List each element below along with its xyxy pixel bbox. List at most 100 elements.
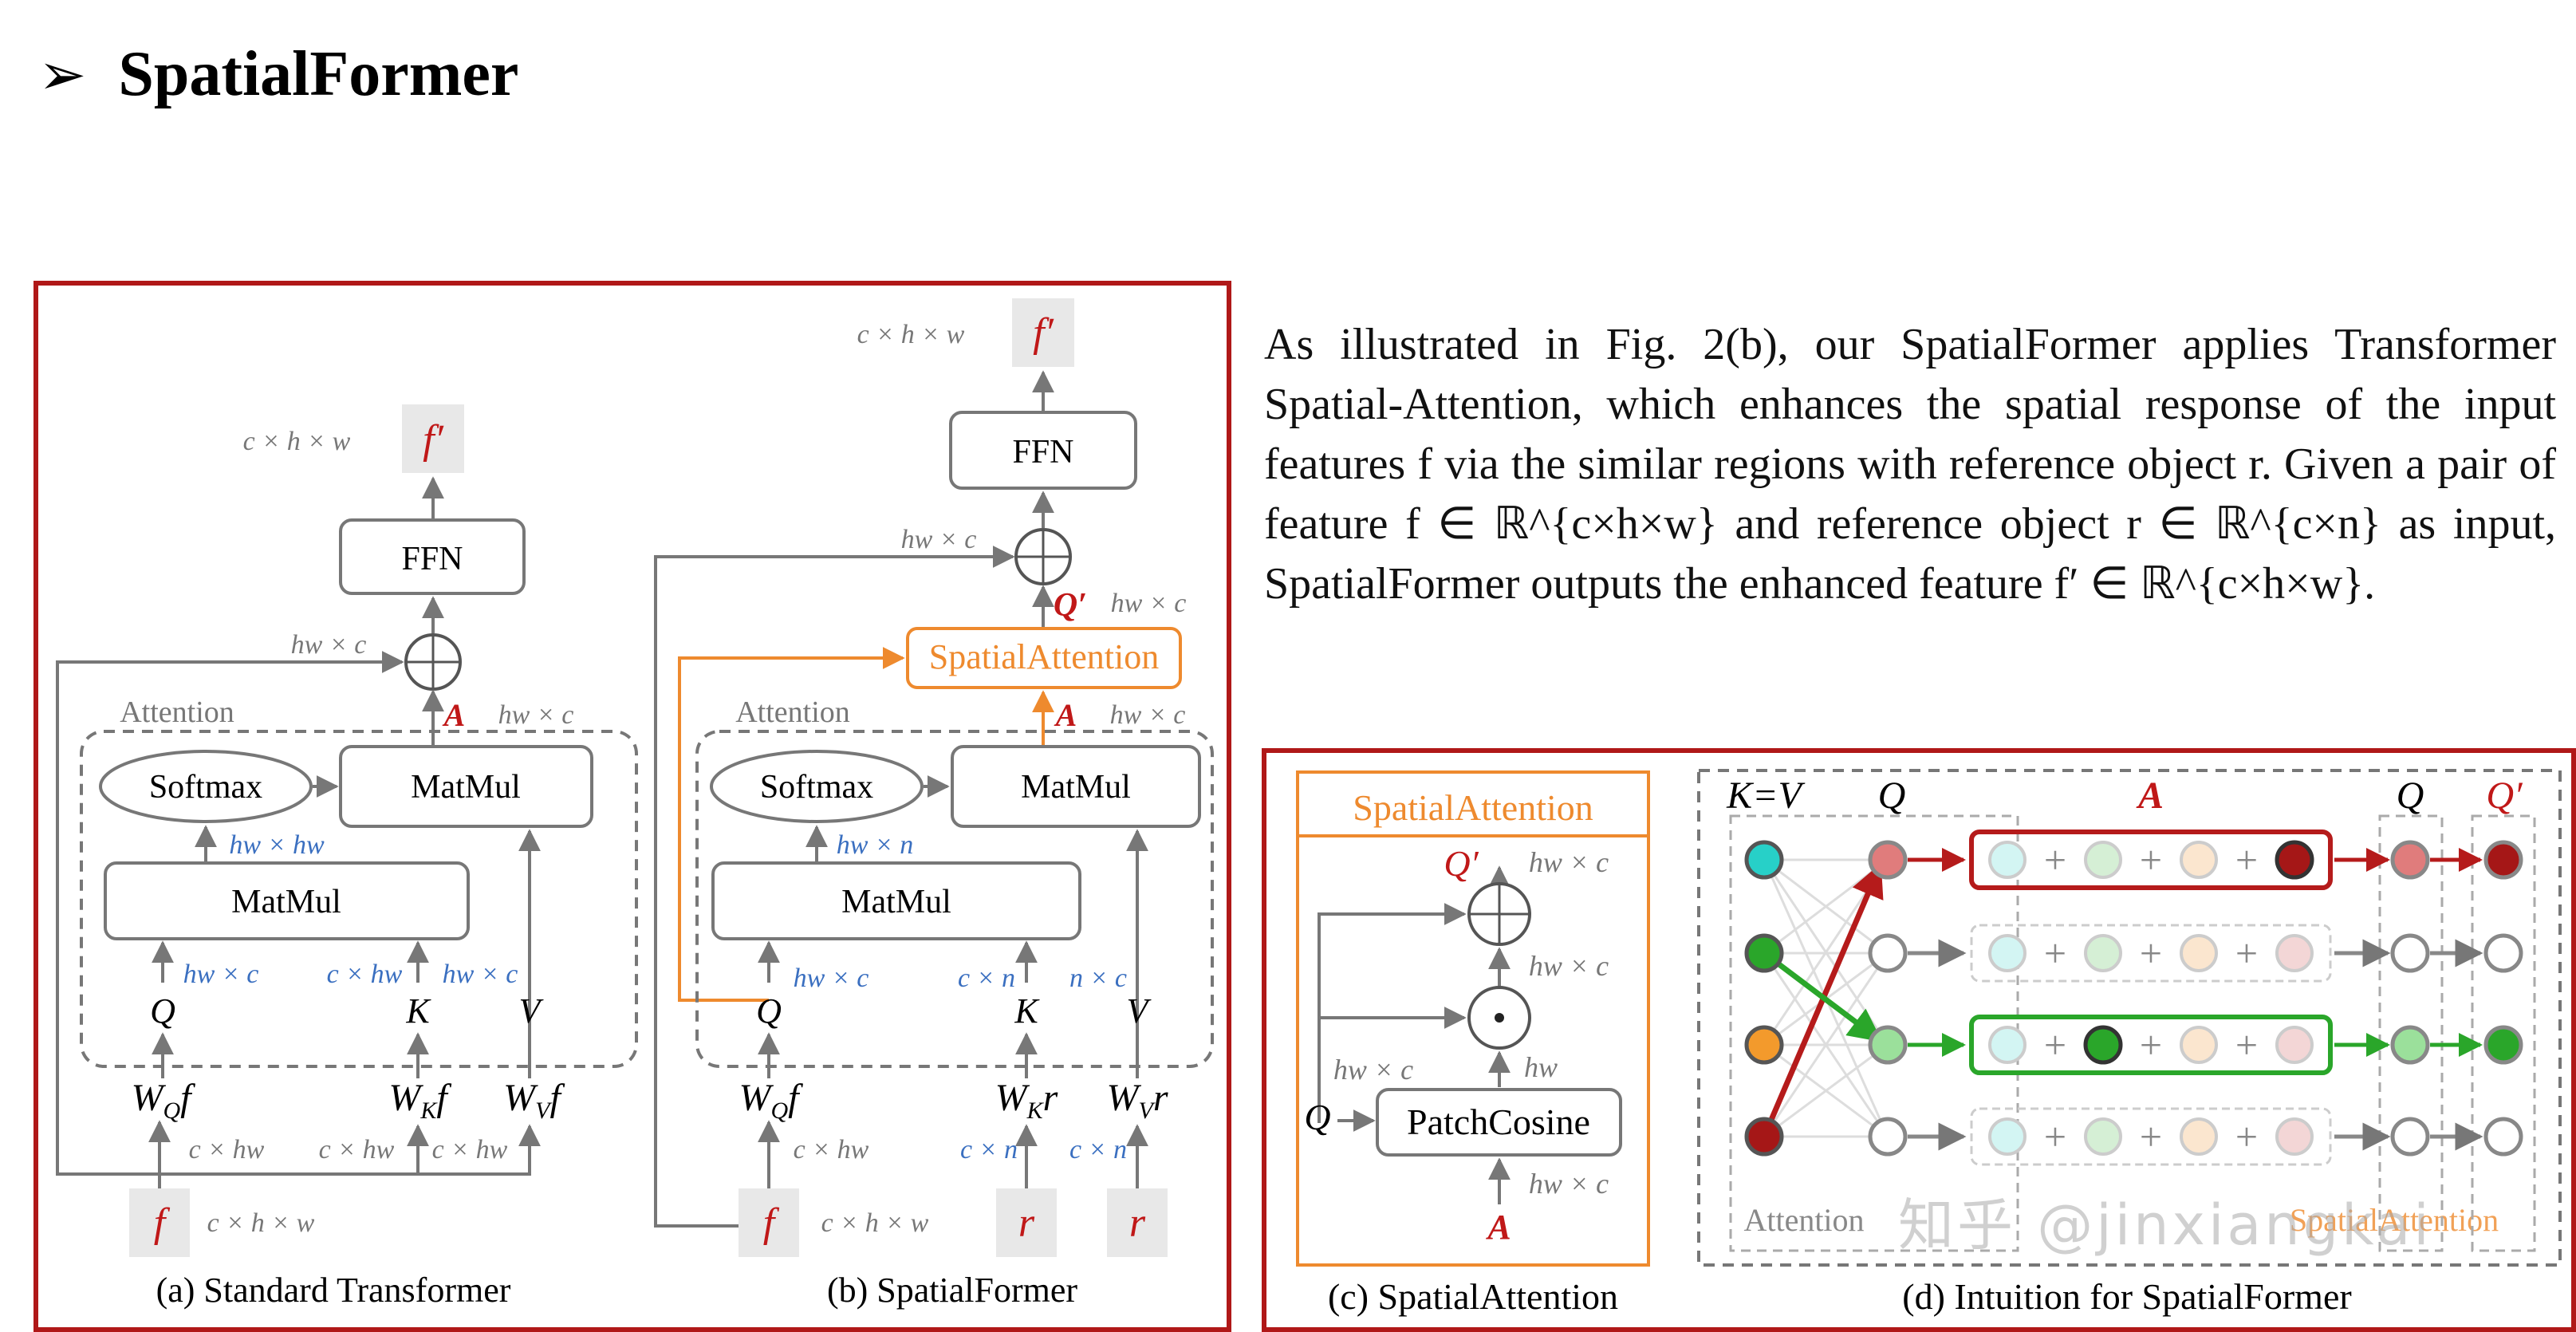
patch-cosine-label: PatchCosine bbox=[1407, 1101, 1590, 1142]
q-prime-label: Q′ bbox=[2486, 774, 2523, 817]
attention-output-A: A bbox=[1054, 697, 1077, 733]
q-node bbox=[2390, 1025, 2430, 1065]
ffn-label: FFN bbox=[1012, 434, 1073, 471]
v-label: V bbox=[519, 991, 545, 1031]
attention-label: Attention bbox=[120, 696, 234, 729]
attention-output-A: A bbox=[442, 697, 466, 733]
attention-box bbox=[695, 730, 1214, 1068]
a-row-red bbox=[1969, 830, 2333, 890]
q-prime-node bbox=[2483, 1025, 2523, 1065]
attention-box bbox=[80, 730, 638, 1068]
shape-label: hw × c bbox=[1111, 589, 1187, 618]
q-label: Q bbox=[756, 991, 782, 1031]
softmax-label: Softmax bbox=[149, 769, 262, 806]
q-prime-node bbox=[2483, 840, 2523, 880]
q-prime-label: Q′ bbox=[1054, 587, 1087, 624]
intuition-frame bbox=[1697, 769, 2562, 1267]
plus-sign: + bbox=[2140, 1023, 2162, 1067]
arrow-bullet-icon: ➢ bbox=[38, 42, 87, 107]
k-label: K bbox=[405, 991, 431, 1031]
shape-label: c × h × w bbox=[207, 1208, 315, 1238]
spatial-attention-label: SpatialAttention bbox=[929, 637, 1159, 676]
q-label: Q bbox=[150, 991, 175, 1031]
q-node bbox=[2390, 1117, 2430, 1157]
matmul-label: MatMul bbox=[411, 769, 521, 806]
plus-sign: + bbox=[2140, 837, 2162, 882]
wk-r-label: WKr bbox=[995, 1077, 1058, 1124]
input-r: r bbox=[1129, 1200, 1146, 1246]
q-node bbox=[2390, 933, 2430, 973]
matmul-box-top bbox=[951, 745, 1201, 828]
a-label: A bbox=[2136, 774, 2164, 817]
wq-f-label: WQf bbox=[132, 1077, 196, 1124]
output-f-prime-box bbox=[402, 404, 464, 473]
attention-label: Attention bbox=[1743, 1202, 1864, 1238]
attention-label: Attention bbox=[735, 696, 850, 729]
matmul-label: MatMul bbox=[841, 884, 951, 920]
diagram-a: f′ c × h × w FFN hw × c A hw × c Attenti… bbox=[56, 404, 638, 1310]
shape-label: hw × c bbox=[1333, 1054, 1413, 1086]
input-r-box bbox=[1107, 1188, 1168, 1257]
a-row bbox=[1970, 924, 2332, 983]
q-label: Q bbox=[2397, 774, 2424, 817]
shape-label: c × h × w bbox=[243, 427, 351, 456]
q-node bbox=[1868, 1025, 1908, 1065]
kv-node-orange bbox=[1744, 1025, 1784, 1065]
q-node bbox=[1868, 933, 1908, 973]
watermark: 知乎 @jinxiangkai bbox=[1898, 1192, 2432, 1258]
diagram-b: f′ c × h × w FFN hw × c Q′ hw × c Spatia… bbox=[654, 298, 1214, 1310]
shape-label: c × hw bbox=[327, 960, 403, 989]
shape-label: n × c bbox=[1069, 964, 1127, 993]
shape-label: hw × c bbox=[1529, 1168, 1609, 1200]
figure-panel-cd bbox=[1262, 748, 2576, 1332]
a-row-green bbox=[1969, 1015, 2333, 1075]
highlight-green-node bbox=[2083, 1025, 2123, 1065]
input-r-box bbox=[996, 1188, 1057, 1257]
a-row bbox=[1970, 1107, 2332, 1166]
q-node bbox=[1868, 1117, 1908, 1157]
wk-f-label: WKf bbox=[388, 1077, 451, 1124]
shape-label: c × hw bbox=[189, 1135, 265, 1165]
q-column-box bbox=[2378, 814, 2444, 1252]
spatial-attention-label: SpatialAttention bbox=[2290, 1202, 2499, 1238]
shape-label: hw × c bbox=[794, 964, 869, 993]
matmul-label: MatMul bbox=[231, 884, 341, 920]
matmul-box-top bbox=[339, 745, 593, 828]
output-f-prime-box bbox=[1012, 298, 1074, 367]
shape-label: c × n bbox=[1069, 1135, 1127, 1165]
attention-input-A: A bbox=[1485, 1208, 1511, 1247]
plus-sign: + bbox=[2140, 1114, 2162, 1159]
q-label: Q bbox=[1878, 774, 1906, 817]
softmax-ellipse bbox=[99, 750, 313, 823]
plus-sign: + bbox=[2140, 931, 2162, 975]
patch-cosine-box bbox=[1376, 1088, 1622, 1157]
plus-sign: + bbox=[2044, 931, 2066, 975]
title-text: SpatialFormer bbox=[118, 39, 519, 109]
description-paragraph: As illustrated in Fig. 2(b), our Spatial… bbox=[1264, 315, 2556, 614]
q-prime-column-box bbox=[2471, 814, 2536, 1252]
v-label: V bbox=[1127, 991, 1152, 1031]
softmax-label: Softmax bbox=[760, 769, 873, 806]
figure-cd: SpatialAttention Q′ hw × c hw × c hw hw … bbox=[1296, 769, 2562, 1317]
shape-label: hw bbox=[1524, 1051, 1558, 1083]
input-r: r bbox=[1018, 1200, 1035, 1246]
caption-a: (a) Standard Transformer bbox=[156, 1271, 511, 1310]
shape-label: c × hw bbox=[794, 1135, 869, 1165]
plus-sign: + bbox=[2044, 837, 2066, 882]
ffn-label: FFN bbox=[401, 541, 463, 577]
matmul-box-bottom bbox=[104, 861, 470, 940]
ffn-box bbox=[339, 518, 526, 595]
kv-node-cyan bbox=[1744, 840, 1784, 880]
shape-label: hw × c bbox=[498, 700, 574, 730]
kv-label: K=V bbox=[1726, 774, 1805, 817]
spatial-attention-frame bbox=[1296, 770, 1650, 1267]
spatial-attention-box bbox=[906, 627, 1182, 689]
attention-dashed-box bbox=[1729, 814, 2019, 1252]
description-text: As illustrated in Fig. 2(b), our Spatial… bbox=[1264, 320, 2556, 609]
figure-ab: f′ c × h × w FFN hw × c A hw × c Attenti… bbox=[56, 298, 1214, 1310]
shape-label: hw × n bbox=[837, 830, 914, 860]
caption-b: (b) SpatialFormer bbox=[827, 1271, 1077, 1310]
matmul-label: MatMul bbox=[1021, 769, 1131, 806]
plus-sign: + bbox=[2044, 1023, 2066, 1067]
output-f-prime: f′ bbox=[423, 417, 444, 463]
